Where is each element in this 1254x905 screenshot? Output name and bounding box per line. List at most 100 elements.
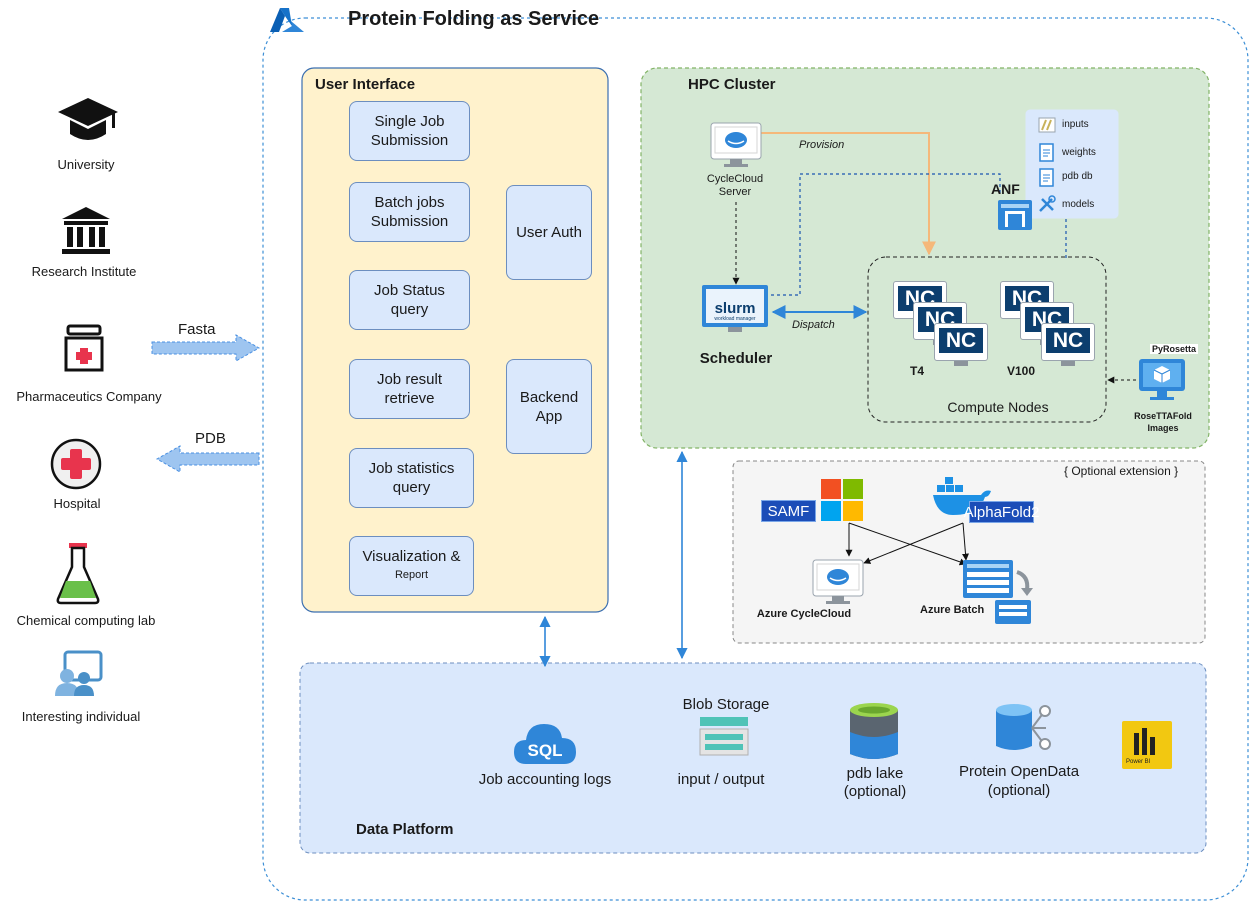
visualization-report-button[interactable]: Visualization & Report [349,536,474,596]
slurm-logo-text: slurm [714,300,756,317]
provision-label: Provision [799,139,845,151]
azure-batch-icon [963,560,1033,624]
optional-extension-title: { Optional extension } [1064,464,1179,478]
weights-file-icon [1039,143,1054,162]
microsoft-logo-icon [821,479,863,521]
pdb-db-file-icon [1039,168,1054,187]
open-data-icon [996,704,1051,750]
scheduler-label: Scheduler [699,350,773,367]
job-statistics-query-button[interactable]: Job statistics query [349,448,474,508]
batch-jobs-submission-button[interactable]: Batch jobs Submission [349,182,470,242]
button-line: Job result [376,371,443,388]
alphafold-batch-connector [962,522,969,561]
nc-node-icon: NC [934,323,988,366]
button-line: Visualization & [362,548,461,565]
presenter-icon [55,650,103,696]
anf-item-pdbdb: pdb db [1062,171,1093,182]
button-line: retrieve [384,390,435,407]
azure-cyclecloud-icon [812,559,864,604]
label-line: pdb lake [846,765,904,782]
user-hospital-label: Hospital [53,496,101,511]
user-pharma-label: Pharmaceutics Company [16,389,162,404]
slurm-logo-subtext: workload manager [714,316,756,322]
job-status-query-button[interactable]: Job Status query [349,270,470,330]
container-registry-icon [1139,359,1185,400]
anf-item-models: models [1062,199,1095,210]
pdb-label: PDB [195,430,226,447]
samf-badge: SAMF [761,500,816,522]
data-platform-title: Data Platform [356,821,454,838]
blob-storage-icon [699,717,749,756]
models-tools-icon [1039,195,1056,212]
label-line: Server [718,186,752,198]
slurm-icon: slurm workload manager [702,285,768,333]
medicine-jar-icon [64,324,104,372]
hpc-panel-title: HPC Cluster [688,76,776,93]
compute-nodes-group [867,256,1107,423]
anf-files-panel [1025,109,1119,219]
label-line: (optional) [987,782,1051,799]
blob-storage-title: Blob Storage [682,696,770,713]
page-title: Protein Folding as Service [348,8,600,30]
button-line: Batch jobs [374,194,445,211]
nc-node-label: NC [939,328,983,353]
box-line: App [535,407,563,425]
cyclecloud-server-icon [710,122,762,167]
pyrosetta-label: PyRosetta [1150,344,1199,354]
ui-panel-title: User Interface [315,76,416,93]
compute-nodes-label: Compute Nodes [947,399,1049,415]
user-chemlab-label: Chemical computing lab [16,613,156,628]
protein-opendata-label: Protein OpenData (optional) [959,762,1079,800]
button-line: Job Status [374,282,445,299]
hospital-cross-icon [50,438,102,490]
scheduler-anf-connector [771,173,1001,296]
label-line: Images [1147,423,1179,433]
button-line: Single Job [374,113,445,130]
box-line: Backend [519,388,579,406]
button-line: query [390,301,429,318]
single-job-submission-button[interactable]: Single Job Submission [349,101,470,161]
user-university-label: University [57,157,115,172]
pdb-lake-label: pdb lake (optional) [844,765,907,801]
label-line: CycleCloud [706,173,764,185]
pdb-arrow [155,445,260,473]
alphafold-cyclecloud-connector [863,522,964,564]
anf-item-weights: weights [1062,147,1096,158]
institute-building-icon [62,207,110,254]
button-line: Job statistics [368,460,455,477]
button-line: Submission [370,213,449,230]
azure-batch-label: Azure Batch [920,604,985,616]
fasta-arrow [151,334,261,362]
alphafold-badge: AlphaFold2 [964,501,1039,523]
nc-node-label: NC [1046,328,1090,353]
anf-item-inputs: inputs [1062,119,1089,130]
backend-app-box[interactable]: Backend App [506,359,592,454]
samf-batch-connector [848,522,967,566]
anf-storage-icon [998,200,1032,230]
data-platform-panel [299,662,1207,854]
button-line: Report [394,569,429,581]
button-line: Submission [370,132,449,149]
service-boundary [262,17,1249,901]
rosetta-label: RoseTTAFold Images [1134,410,1192,434]
azure-logo-icon [270,8,304,32]
dispatch-label: Dispatch [792,319,835,331]
provision-connector [760,132,936,256]
user-research-label: Research Institute [31,264,137,279]
nc-node-icon: NC [1041,323,1095,366]
sql-database-icon: SQL [514,724,576,764]
flask-icon [56,543,100,605]
label-line: (optional) [843,783,907,800]
sql-icon-text: SQL [528,741,563,760]
job-accounting-logs-label: Job accounting logs [478,771,612,788]
job-result-retrieve-button[interactable]: Job result retrieve [349,359,470,419]
user-auth-box[interactable]: User Auth [506,185,592,280]
anf-label: ANF [991,181,1020,197]
blob-io-label: input / output [677,771,765,788]
azure-cyclecloud-label: Azure CycleCloud [756,608,852,620]
cyclecloud-server-label: CycleCloud Server [707,173,763,199]
fasta-label: Fasta [178,321,216,338]
inputs-files-icon [1038,117,1056,133]
v100-label: V100 [1007,364,1036,378]
graduation-cap-icon [58,98,118,140]
